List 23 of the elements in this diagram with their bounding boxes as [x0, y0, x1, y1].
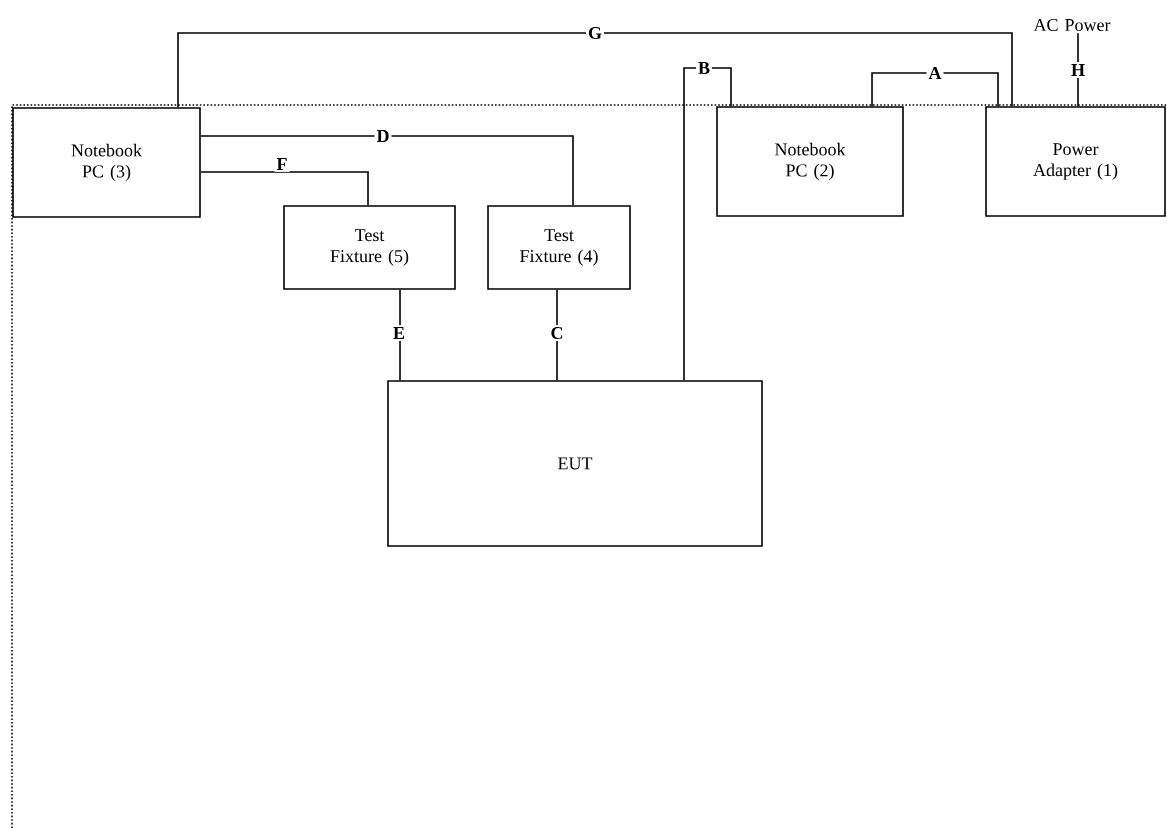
- cable-line: [683, 67, 732, 381]
- cable-line: [177, 32, 1013, 108]
- cable-line: [871, 72, 999, 107]
- device-box: Notebook PC (2): [716, 106, 904, 217]
- device-box: EUT: [387, 380, 763, 547]
- device-box: Power Adapter (1): [985, 106, 1166, 217]
- cable-line: [399, 289, 401, 381]
- cable-label: G: [586, 24, 604, 42]
- cable-line: [200, 135, 574, 206]
- cable-line: [556, 289, 558, 381]
- device-box: Notebook PC (3): [12, 107, 201, 218]
- cable-label: H: [1069, 62, 1087, 78]
- cable-label: A: [926, 65, 944, 81]
- power-source-label: AC Power: [1033, 18, 1111, 32]
- cable-line: [1077, 32, 1079, 107]
- cable-label: D: [374, 128, 392, 144]
- cable-line: [200, 171, 369, 206]
- cable-label: F: [274, 156, 290, 172]
- device-box: Test Fixture (4): [487, 205, 631, 290]
- cable-label: E: [391, 325, 407, 341]
- device-box: Test Fixture (5): [283, 205, 456, 290]
- cable-label: B: [696, 60, 712, 76]
- cable-label: C: [548, 324, 566, 342]
